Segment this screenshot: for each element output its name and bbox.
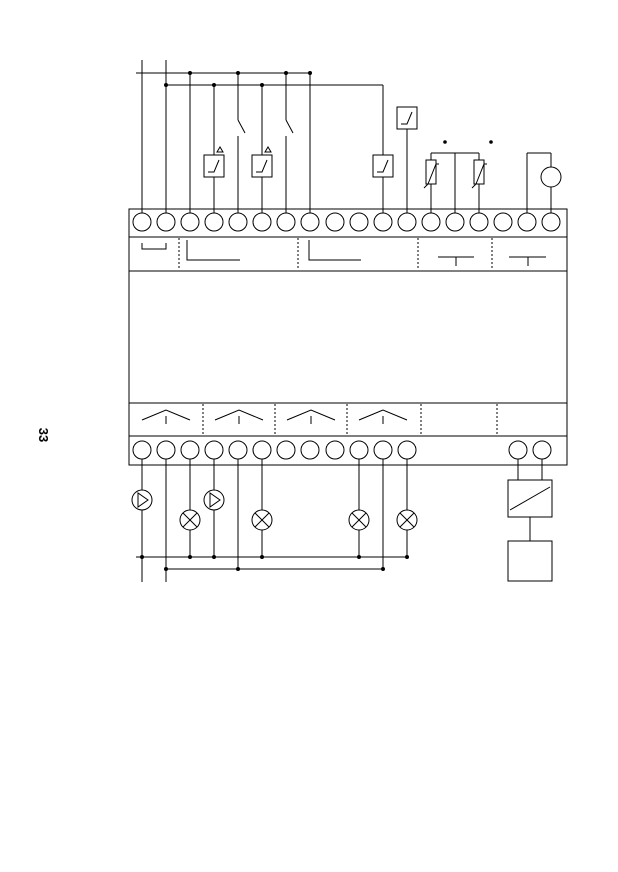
temperature-sensor-icon — [423, 140, 493, 213]
switch-contact-icon — [285, 73, 294, 213]
terminal — [373, 212, 393, 232]
terminal — [204, 440, 224, 460]
terminal — [325, 212, 345, 232]
device-box-icon — [507, 540, 553, 582]
terminal — [132, 212, 152, 232]
terminal — [349, 212, 369, 232]
terminal — [204, 212, 224, 232]
terminal — [180, 212, 200, 232]
lamp-icon — [348, 459, 370, 557]
controller-module — [128, 208, 568, 466]
upper-group-dividers — [178, 238, 493, 270]
terminal — [397, 440, 417, 460]
upper-group-marks — [141, 240, 546, 266]
terminal — [132, 440, 152, 460]
terminal — [276, 440, 296, 460]
terminal — [532, 440, 552, 460]
terminal — [228, 440, 248, 460]
terminal — [517, 212, 537, 232]
terminal — [300, 440, 320, 460]
pump-icon — [131, 489, 153, 511]
terminal — [493, 212, 513, 232]
terminal — [373, 440, 393, 460]
top-terminals — [132, 212, 561, 232]
lamp-icon — [179, 459, 201, 557]
terminal — [541, 212, 561, 232]
float-switch-icon — [251, 85, 273, 213]
pressure-switch-icon — [372, 85, 394, 213]
terminal — [445, 212, 465, 232]
terminal — [421, 212, 441, 232]
indicator-circle-icon — [526, 152, 562, 213]
terminal — [349, 440, 369, 460]
signal-converter-icon — [507, 459, 553, 541]
terminal — [252, 212, 272, 232]
pressure-switch-icon — [396, 106, 418, 213]
terminal — [397, 212, 417, 232]
terminal — [300, 212, 320, 232]
terminal — [252, 440, 272, 460]
pump-icon — [203, 459, 225, 557]
terminal — [469, 212, 489, 232]
float-switch-icon — [203, 85, 225, 213]
terminal — [325, 440, 345, 460]
lower-group-dividers — [202, 404, 498, 435]
lamp-icon — [251, 459, 273, 557]
terminal — [508, 440, 528, 460]
terminal — [156, 212, 176, 232]
terminal — [180, 440, 200, 460]
incoming-power-lines — [136, 60, 383, 213]
bottom-terminals — [132, 440, 552, 460]
lamp-icon — [396, 459, 418, 557]
module-outline — [128, 208, 568, 466]
terminal — [276, 212, 296, 232]
switch-contact-icon — [237, 73, 246, 213]
relay-contact-marks — [141, 409, 408, 424]
terminal — [156, 440, 176, 460]
terminal — [228, 212, 248, 232]
